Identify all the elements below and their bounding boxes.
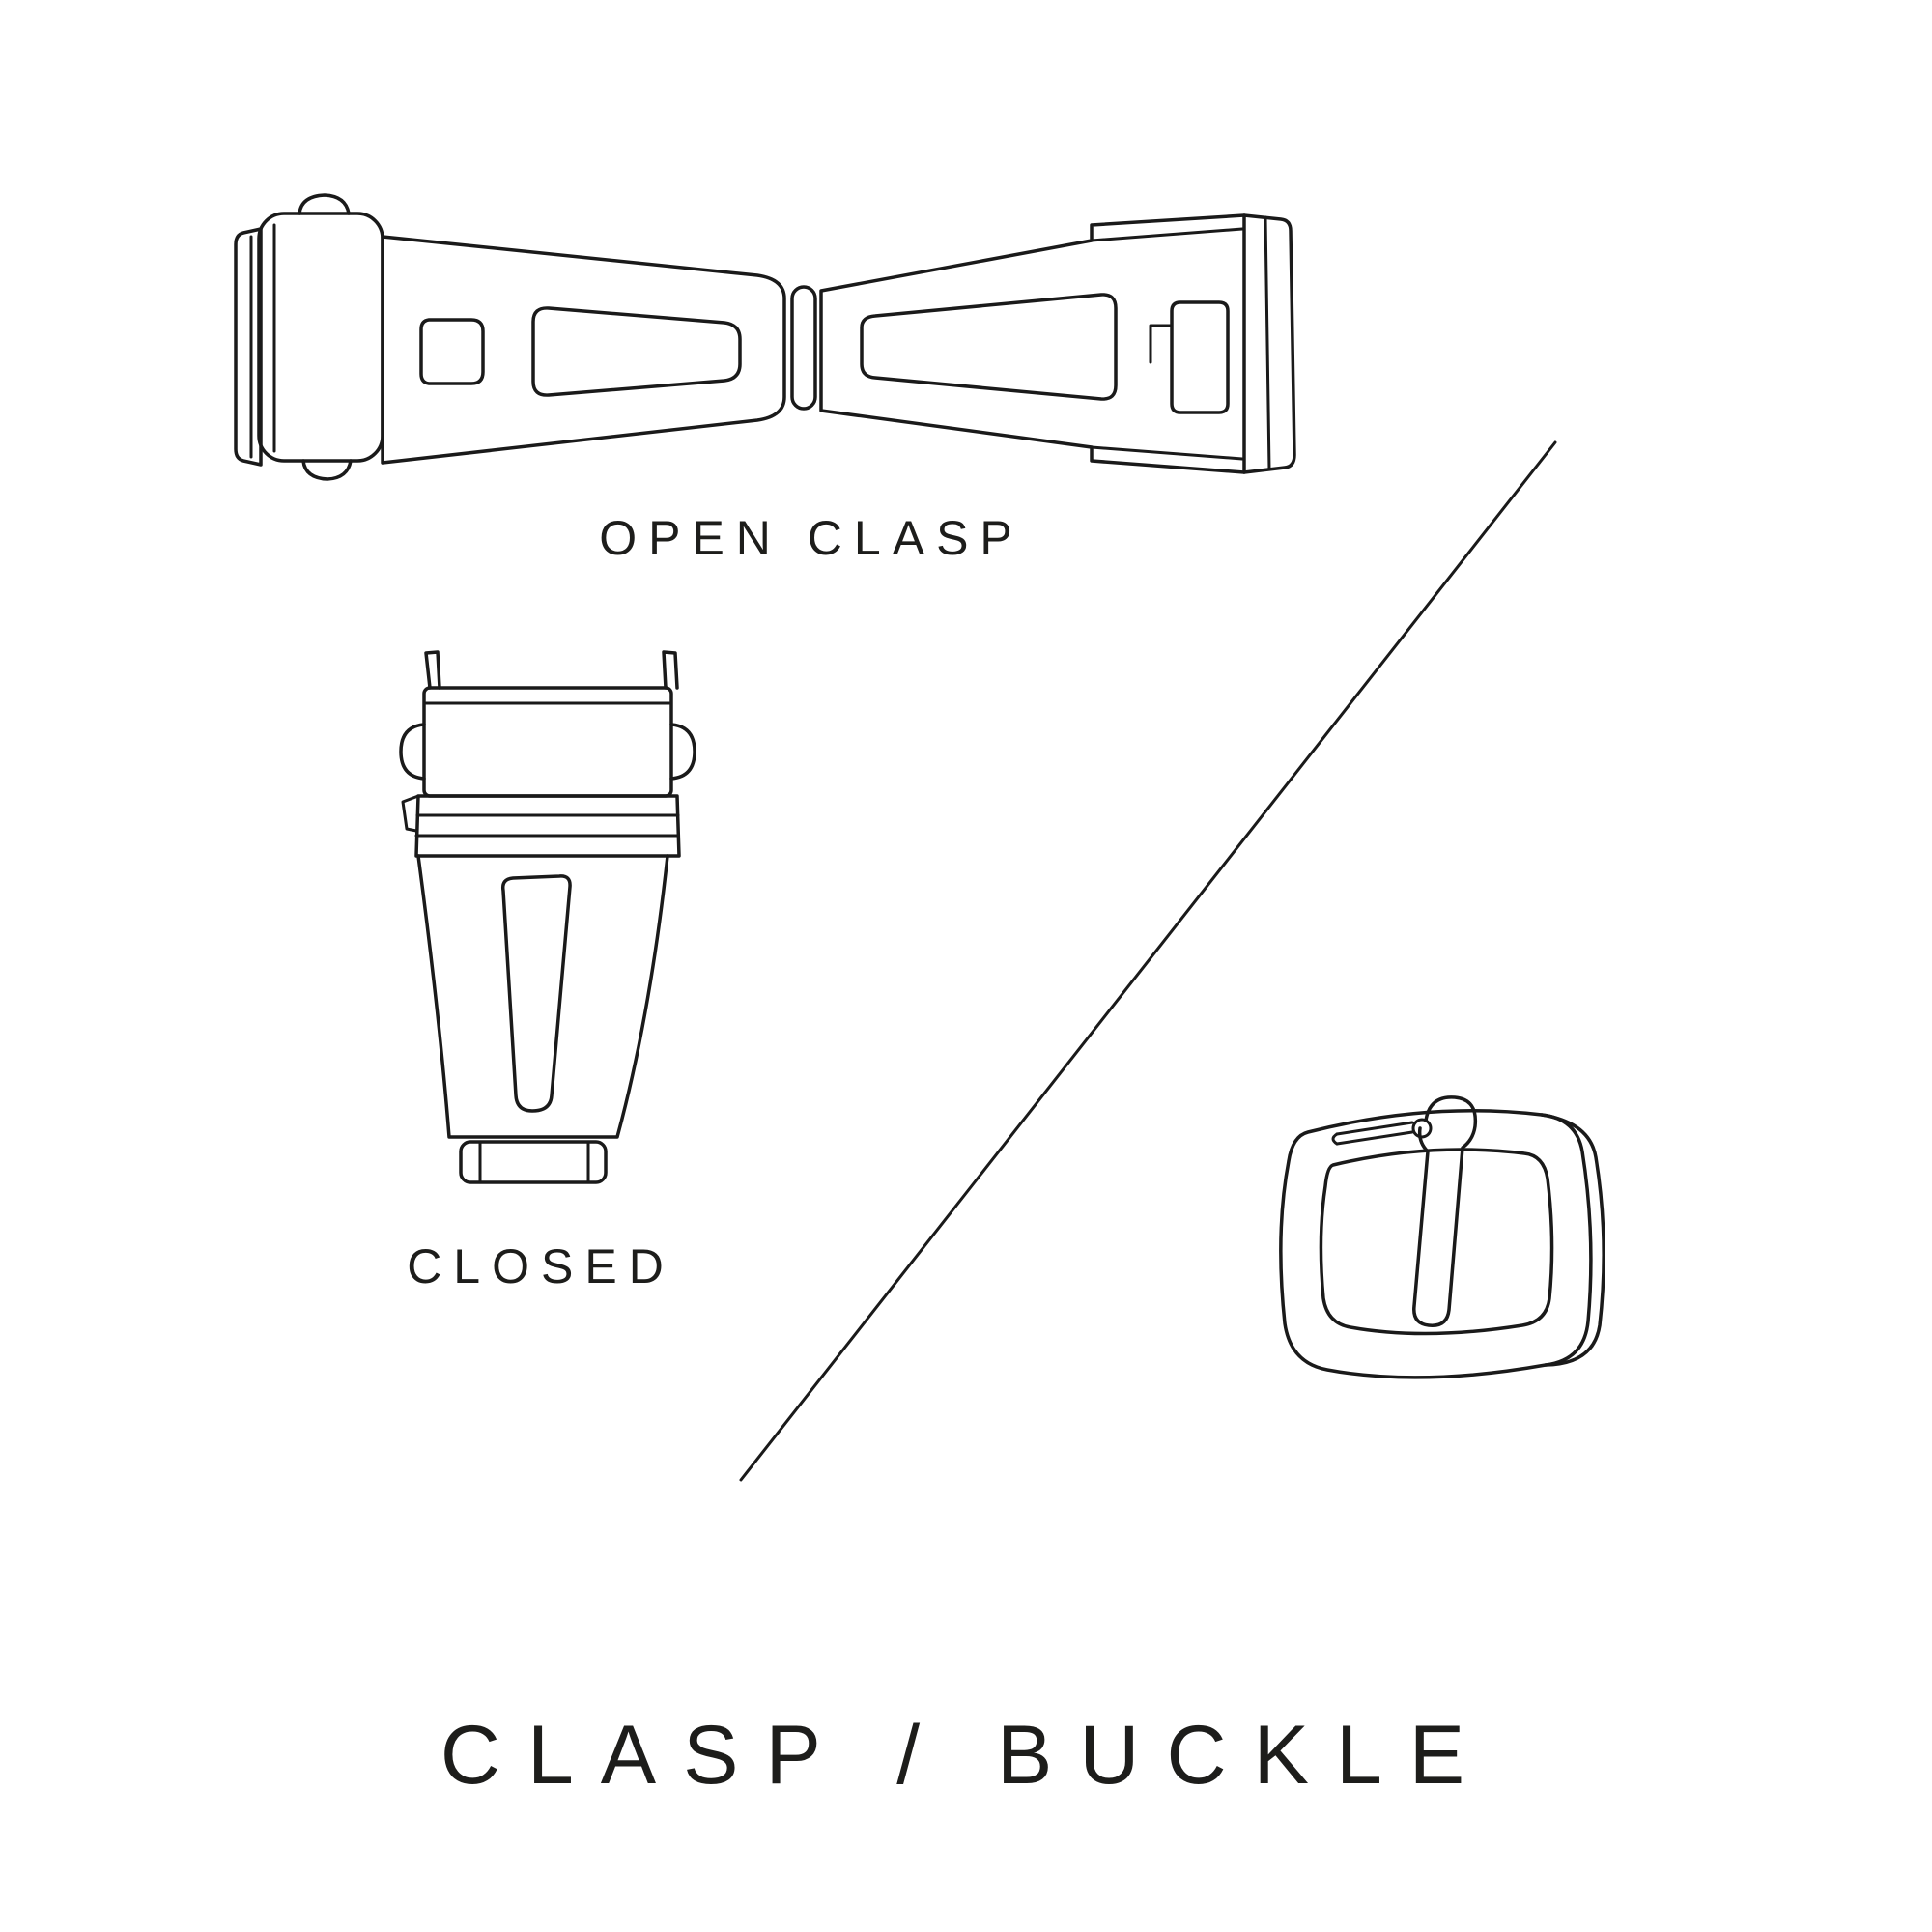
diagonal-divider bbox=[739, 440, 1557, 1482]
open-clasp-label: OPEN CLASP bbox=[599, 511, 1024, 565]
buckle-illustration bbox=[1279, 1095, 1605, 1379]
closed-clasp-illustration bbox=[399, 650, 696, 1184]
closed-clasp-label: CLOSED bbox=[407, 1239, 675, 1293]
page-title: CLASP / BUCKLE bbox=[440, 1709, 1492, 1802]
open-clasp-illustration bbox=[234, 193, 1296, 481]
